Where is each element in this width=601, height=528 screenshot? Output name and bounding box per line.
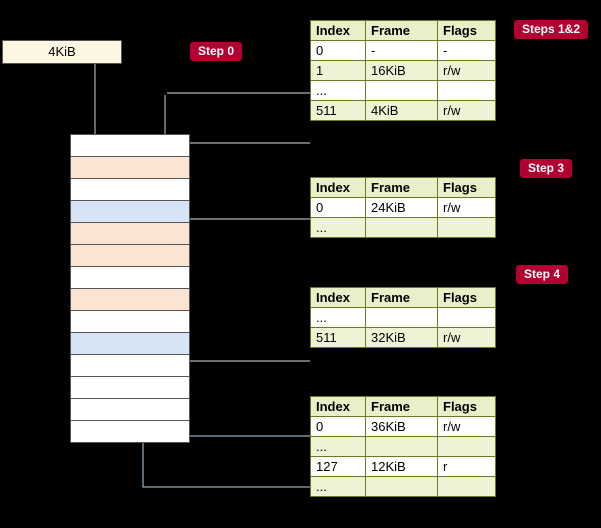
cell-frame: 16KiB (365, 60, 438, 81)
cell-index: 511 (310, 100, 366, 121)
table-header-index: Index (310, 396, 366, 417)
cell-flags (437, 476, 496, 497)
table-row: ... (310, 80, 496, 101)
table-row: ... (310, 476, 496, 497)
cell-frame (365, 307, 438, 328)
cell-frame (365, 436, 438, 457)
cell-frame (365, 217, 438, 238)
table-header-index: Index (310, 177, 366, 198)
cell-frame: 32KiB (365, 327, 438, 348)
table-header-index: Index (310, 287, 366, 308)
memory-frame-cell (70, 244, 190, 267)
table-row: ... (310, 436, 496, 457)
table-header-flags: Flags (437, 177, 496, 198)
memory-frame-cell (70, 266, 190, 289)
cell-flags (437, 217, 496, 238)
cell-flags: r/w (437, 197, 496, 218)
cell-index: 511 (310, 327, 366, 348)
memory-frame-cell (70, 332, 190, 355)
cell-flags: r/w (437, 327, 496, 348)
cell-flags: - (437, 40, 496, 61)
cell-flags (437, 80, 496, 101)
table-header-frame: Frame (365, 177, 438, 198)
table-header-flags: Flags (437, 287, 496, 308)
table-header-frame: Frame (365, 287, 438, 308)
cell-index: ... (310, 436, 366, 457)
cell-index: ... (310, 476, 366, 497)
memory-column (70, 134, 190, 443)
cell-index: 0 (310, 416, 366, 437)
cell-flags: r/w (437, 60, 496, 81)
table-header-flags: Flags (437, 20, 496, 41)
memory-frame-cell (70, 288, 190, 311)
cell-frame: - (365, 40, 438, 61)
memory-frame-cell (70, 222, 190, 245)
cell-index: ... (310, 217, 366, 238)
cell-index: 0 (310, 40, 366, 61)
table-row: 0-- (310, 40, 496, 61)
cell-index: ... (310, 80, 366, 101)
table-header-frame: Frame (365, 396, 438, 417)
memory-frame-cell (70, 310, 190, 333)
memory-frame-cell (70, 420, 190, 443)
cell-index: 1 (310, 60, 366, 81)
table-header-flags: Flags (437, 396, 496, 417)
cell-frame: 12KiB (365, 456, 438, 477)
cell-frame: 36KiB (365, 416, 438, 437)
memory-frame-cell (70, 178, 190, 201)
memory-frame-cell (70, 134, 190, 157)
label-step-3: Step 3 (520, 159, 573, 178)
cell-index: 0 (310, 197, 366, 218)
memory-frame-cell (70, 376, 190, 399)
memory-frame-cell (70, 354, 190, 377)
memory-frame-cell (70, 156, 190, 179)
cell-flags (437, 436, 496, 457)
cell-frame: 24KiB (365, 197, 438, 218)
label-step-0: Step 0 (190, 42, 243, 61)
table-row: ... (310, 307, 496, 328)
cell-flags: r (437, 456, 496, 477)
cell-frame (365, 476, 438, 497)
table-header-index: Index (310, 20, 366, 41)
label-step-4: Step 4 (516, 265, 569, 284)
table-header-frame: Frame (365, 20, 438, 41)
cell-index: 127 (310, 456, 366, 477)
cell-flags: r/w (437, 100, 496, 121)
cell-flags: r/w (437, 416, 496, 437)
memory-frame-cell (70, 398, 190, 421)
cell-flags (437, 307, 496, 328)
table-row: ... (310, 217, 496, 238)
cell-index: ... (310, 307, 366, 328)
memory-frame-cell (70, 200, 190, 223)
label-steps-1-2: Steps 1&2 (514, 20, 589, 39)
cell-frame: 4KiB (365, 100, 438, 121)
cell-frame (365, 80, 438, 101)
top-frame-box: 4KiB (2, 40, 122, 64)
